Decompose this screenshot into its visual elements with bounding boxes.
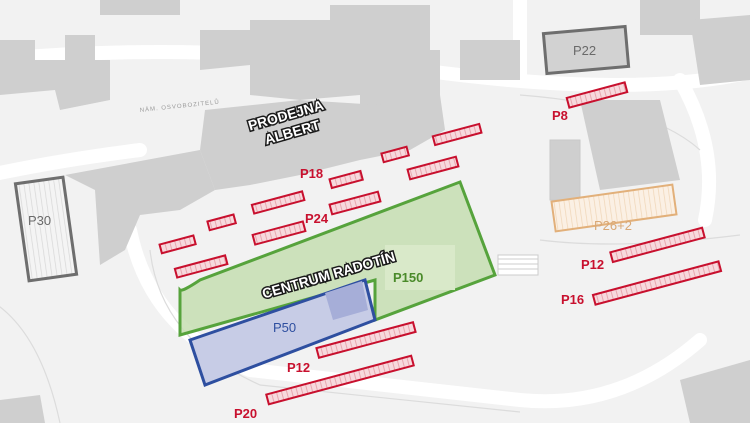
parking-strip (431, 122, 483, 147)
parking-p150-zone (178, 180, 497, 337)
parking-strip (380, 145, 411, 164)
parking-strip (173, 254, 229, 279)
parking-strip-p12-east (609, 226, 706, 264)
parking-strip (206, 213, 238, 232)
parking-p8-label: P8 (552, 108, 568, 123)
parking-p150-label: P150 (393, 270, 423, 285)
parking-p12-east-label: P12 (581, 257, 604, 272)
parking-strip-p24 (328, 190, 382, 216)
parking-strip (406, 155, 460, 181)
parking-strip-p18 (250, 190, 306, 215)
parking-p30-lot (13, 175, 79, 283)
parking-p22-label: P22 (573, 43, 596, 58)
parking-p26-zone (550, 183, 678, 233)
parking-strip-p18 (328, 169, 364, 190)
parking-strip-p20 (265, 354, 415, 406)
parking-p26-label: P26+2 (594, 218, 632, 233)
crosswalk (497, 254, 539, 276)
parking-p20-label: P20 (234, 406, 257, 421)
parking-strip-p8 (565, 81, 629, 109)
parking-strip-p24 (251, 220, 307, 246)
parking-p16-label: P16 (561, 292, 584, 307)
parking-p50-label: P50 (273, 320, 296, 335)
parking-p30-label: P30 (28, 213, 51, 228)
parking-p22-lot (541, 24, 631, 76)
street-parking-spots (158, 81, 723, 406)
parking-p24-label: P24 (305, 211, 329, 226)
parking-p18-label: P18 (300, 166, 323, 181)
parking-p12-south-label: P12 (287, 360, 310, 375)
parking-strip-p16 (591, 260, 723, 306)
parking-p50-zone (188, 278, 377, 387)
parking-strip (158, 234, 197, 255)
parking-strip-p12-south (315, 321, 417, 359)
